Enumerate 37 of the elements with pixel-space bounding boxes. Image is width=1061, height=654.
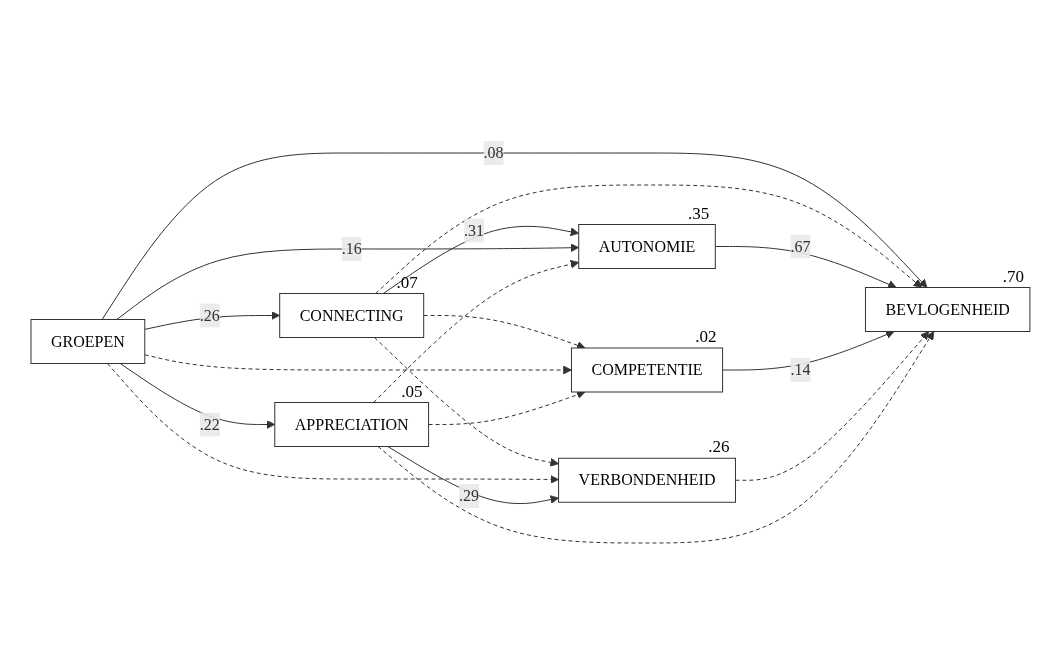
node-box: BEVLOGENHEID <box>865 287 1031 332</box>
arrow <box>735 331 930 481</box>
arrow <box>144 311 281 330</box>
node-label: .70 <box>1002 266 1024 286</box>
arrow <box>106 363 560 484</box>
arrow <box>374 337 560 467</box>
node-box: GROEPEN <box>30 319 146 364</box>
edge-label: .31 <box>464 221 485 239</box>
arrow <box>382 225 580 294</box>
node-label: .35 <box>688 203 710 223</box>
node-box: COMPETENTIE <box>571 347 724 393</box>
arrow <box>387 446 560 505</box>
arrow <box>377 331 935 544</box>
node-box: APPRECIATION <box>274 402 430 447</box>
node-label: .02 <box>695 327 717 346</box>
arrow <box>144 354 572 375</box>
node-label: .07 <box>396 272 418 292</box>
node-box: VERBONDENHEID <box>558 457 736 503</box>
arrow <box>714 246 897 289</box>
arrow <box>375 184 923 294</box>
edge-label: .26 <box>199 306 220 324</box>
node-label: .05 <box>401 381 423 401</box>
arrow <box>423 315 586 350</box>
arrow <box>722 330 895 371</box>
arrow <box>373 259 580 403</box>
edge-label: .67 <box>790 237 811 255</box>
edge-label: .08 <box>483 144 504 161</box>
edge-label: .16 <box>341 240 362 257</box>
node-box: CONNECTING <box>279 293 425 338</box>
edge-label: .14 <box>790 361 811 378</box>
edge-label: .22 <box>199 415 220 433</box>
arrow <box>116 243 580 320</box>
arrow <box>119 363 276 429</box>
node-box: AUTONOMIE <box>578 224 716 269</box>
arrow <box>101 152 928 320</box>
edge-label: .29 <box>459 487 480 504</box>
node-label: .26 <box>708 437 730 457</box>
